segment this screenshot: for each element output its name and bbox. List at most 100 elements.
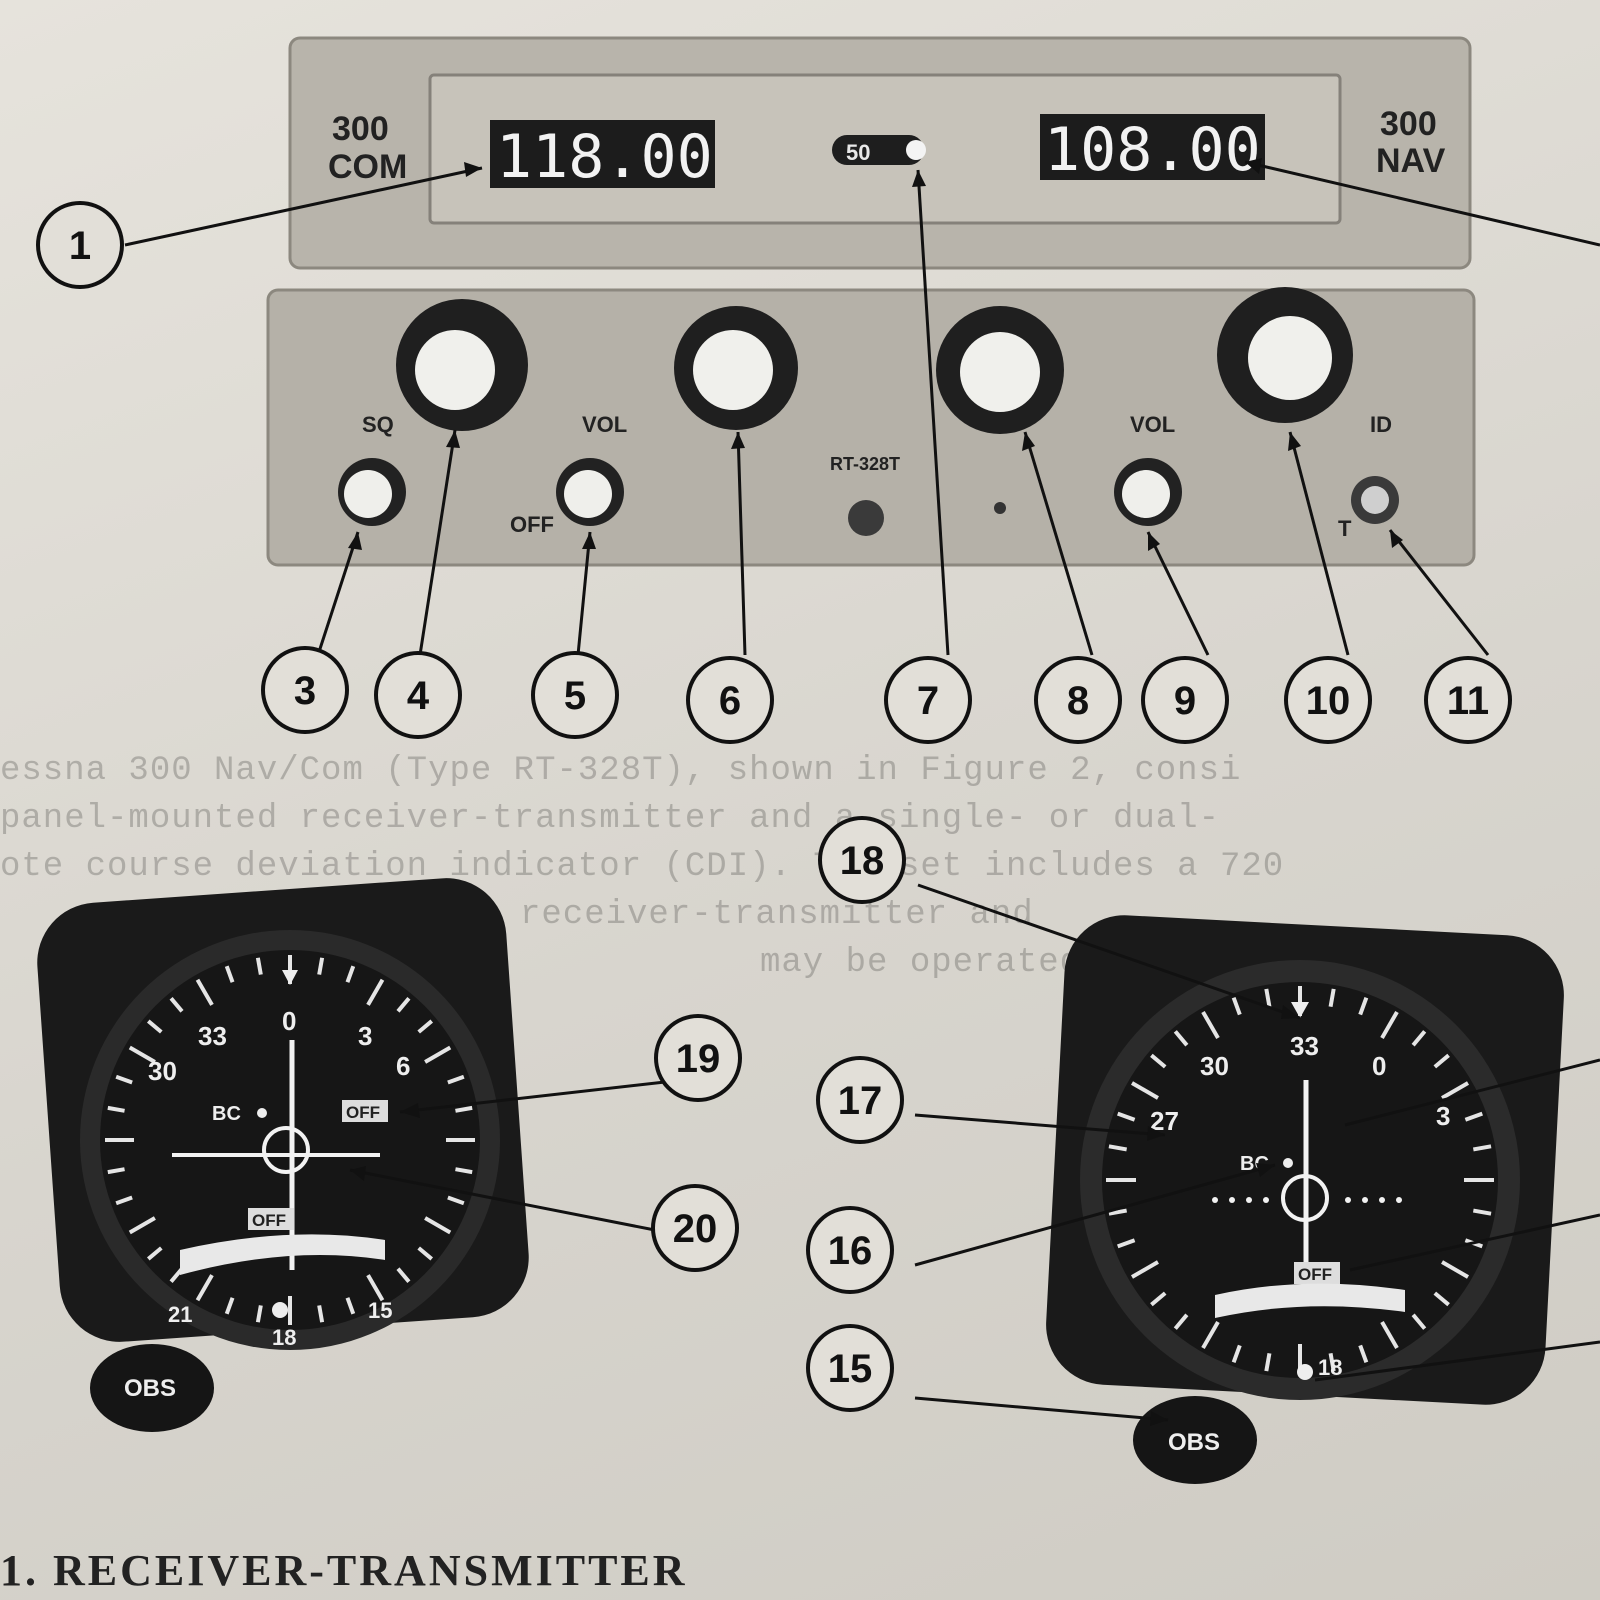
- body-text-line: panel-mounted receiver-transmitter and a…: [0, 800, 1220, 838]
- off-label: OFF: [510, 512, 554, 537]
- compass-label: 3: [358, 1021, 372, 1051]
- id-label: ID: [1370, 412, 1392, 437]
- leader-arrowheads: [348, 158, 1403, 1426]
- nav-com-radio: 118.00 108.00 50 300 COM 300 NAV: [266, 36, 1476, 567]
- callout-number: 20: [673, 1207, 718, 1251]
- callout-number: 15: [828, 1347, 873, 1391]
- callout-number: 7: [917, 679, 939, 723]
- nav-vol-label: VOL: [1130, 412, 1175, 437]
- callout-20: 20: [651, 1184, 739, 1272]
- callout-number: 11: [1447, 679, 1489, 723]
- com-khz-knob[interactable]: [674, 306, 798, 430]
- obs-knob-left[interactable]: OBS: [90, 1344, 214, 1432]
- callout-leaders: [124, 160, 1600, 1422]
- callout-number: 19: [676, 1037, 721, 1081]
- callout-number: 10: [1306, 679, 1351, 723]
- gs-off-flag: [342, 1100, 388, 1122]
- nav-off-flag-text: OFF: [252, 1211, 286, 1230]
- gs-off-flag-text: OFF: [346, 1103, 380, 1122]
- compass-label: 0: [1372, 1051, 1386, 1081]
- callout-19: 19: [654, 1014, 742, 1102]
- callout-6: 6: [686, 656, 774, 744]
- nav-frequency-display: [1040, 114, 1265, 180]
- nav-mhz-knob[interactable]: [936, 306, 1064, 434]
- callout-number: 3: [294, 669, 316, 713]
- nav-label-2: NAV: [1376, 142, 1446, 180]
- com-label-2: COM: [328, 148, 407, 186]
- compass-label: 21: [168, 1302, 192, 1327]
- com-frequency-knob[interactable]: [396, 299, 528, 431]
- callout-number: 4: [407, 674, 430, 718]
- course-indicator-right: 0 3 33 30 27 18 BC OFF OBS: [1046, 915, 1564, 1484]
- mic-jack: [848, 500, 884, 536]
- course-indicator-left: 0 3 6 33 30 21 18 15 BC OFF OFF OBS: [37, 878, 529, 1432]
- body-text-line: essna 300 Nav/Com (Type RT-328T), shown …: [0, 752, 1242, 790]
- nav-label: 300: [1380, 105, 1437, 143]
- compass-label: 33: [198, 1021, 227, 1051]
- callout-number: 16: [828, 1229, 873, 1273]
- nav-volume-knob[interactable]: [1114, 458, 1182, 526]
- com-frequency-display: [490, 120, 715, 188]
- to-from-arc: [1215, 1283, 1405, 1318]
- lubber-line-icon: [282, 970, 298, 985]
- compass-label: 15: [368, 1298, 392, 1323]
- callout-number: 8: [1067, 679, 1089, 723]
- ident-button[interactable]: [1351, 476, 1399, 524]
- callout-3: 3: [261, 646, 349, 734]
- obs-knob-right[interactable]: OBS: [1133, 1396, 1257, 1484]
- nav-off-flag: [1294, 1262, 1340, 1284]
- obs-label: OBS: [124, 1375, 176, 1402]
- center-circle: [1281, 1174, 1329, 1222]
- callout-number: 1: [69, 224, 91, 268]
- compass-label: 0: [282, 1006, 296, 1036]
- callout-number: 6: [719, 679, 741, 723]
- callout-circles: 1 3 4 5 6 7 8 9 10 11 15 16 17 18 19 20: [36, 201, 1512, 1412]
- obs-label: OBS: [1168, 1429, 1220, 1456]
- com-volume-knob[interactable]: [556, 458, 624, 526]
- model-label: RT-328T: [830, 454, 900, 474]
- channel-spacing-switch[interactable]: [832, 135, 924, 165]
- compass-label: 3: [1436, 1101, 1450, 1131]
- callout-17: 17: [816, 1056, 904, 1144]
- com-label: 300: [332, 110, 389, 148]
- center-circle: [262, 1126, 310, 1174]
- callout-number: 18: [840, 839, 885, 883]
- reciprocal-marker: [1297, 1364, 1313, 1380]
- body-text-line: may be operated: [760, 944, 1082, 982]
- callout-4: 4: [374, 651, 462, 739]
- compass-label: 18: [272, 1325, 296, 1350]
- reciprocal-marker: [272, 1302, 288, 1318]
- nav-khz-knob[interactable]: [1217, 287, 1353, 423]
- compass-label: 30: [148, 1056, 177, 1086]
- compass-label: 30: [1200, 1051, 1229, 1081]
- nav-off-flag: [248, 1208, 294, 1230]
- squelch-knob[interactable]: [338, 458, 406, 526]
- callout-9: 9: [1141, 656, 1229, 744]
- callout-5: 5: [531, 651, 619, 739]
- callout-18: 18: [818, 816, 906, 904]
- compass-label: 33: [1290, 1031, 1319, 1061]
- to-from-arc: [180, 1234, 385, 1275]
- switch-knob[interactable]: [906, 140, 926, 160]
- callout-7: 7: [884, 656, 972, 744]
- com-frequency-text: 118.00: [496, 122, 713, 192]
- callout-number: 5: [564, 674, 586, 718]
- figure-caption: 1. RECEIVER-TRANSMITTER: [0, 1546, 688, 1595]
- callout-11: 11: [1424, 656, 1512, 744]
- panel-screw: [994, 502, 1006, 514]
- nav-off-flag-text: OFF: [1298, 1265, 1332, 1284]
- body-text-line: receiver-transmitter and: [520, 896, 1034, 934]
- callout-16: 16: [806, 1206, 894, 1294]
- t-label: T: [1338, 516, 1352, 541]
- bc-indicator: BC: [212, 1103, 241, 1125]
- callout-1: 1: [36, 201, 124, 289]
- callout-15: 15: [806, 1324, 894, 1412]
- nav-frequency-text: 108.00: [1044, 115, 1261, 185]
- compass-label: 6: [396, 1051, 410, 1081]
- deviation-dots: [1212, 1197, 1402, 1203]
- callout-number: 17: [838, 1079, 883, 1123]
- com-vol-label: VOL: [582, 412, 627, 437]
- sq-label: SQ: [362, 412, 394, 437]
